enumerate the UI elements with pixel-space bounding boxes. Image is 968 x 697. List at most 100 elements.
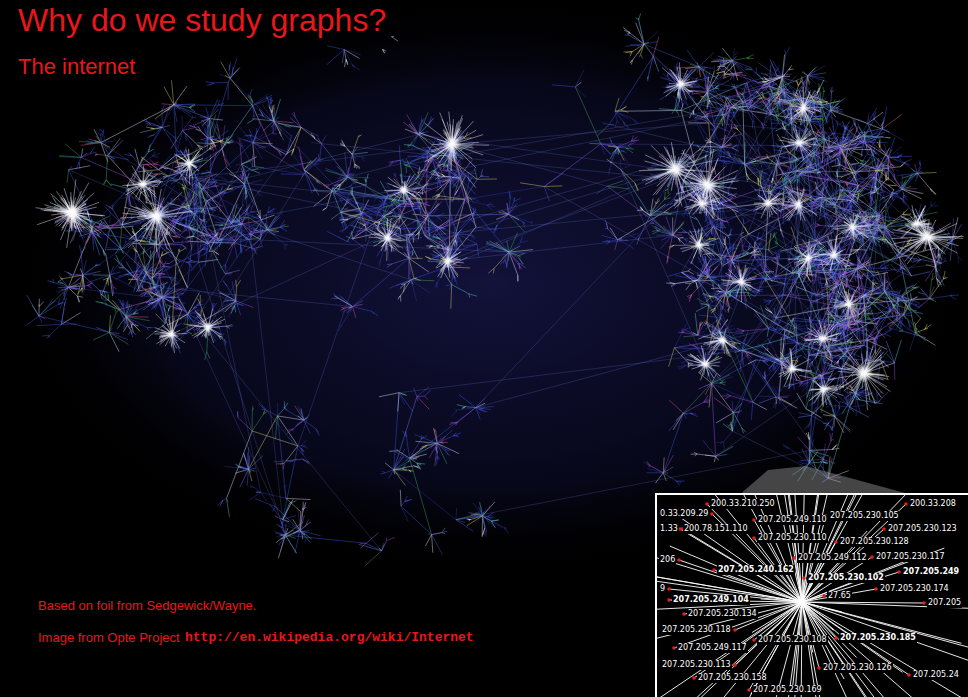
hub-glow bbox=[699, 176, 717, 194]
ip-address-label: 207.205.230.174 bbox=[879, 584, 950, 594]
host-dot bbox=[667, 587, 671, 591]
hub-glow bbox=[787, 364, 797, 374]
ip-address-label: 207.205.230.123 bbox=[887, 524, 958, 534]
hub-glow bbox=[185, 159, 195, 169]
ip-address-label: 27.65 bbox=[827, 591, 852, 601]
hub-glow bbox=[443, 256, 453, 266]
credit-note: Based on foil from Sedgewick/Wayne. bbox=[38, 598, 256, 613]
ip-address-label: 207.205.230.169 bbox=[752, 685, 823, 695]
hub-glow bbox=[918, 228, 936, 246]
hub-glow bbox=[67, 208, 77, 218]
hub-glow bbox=[697, 199, 707, 209]
host-dot bbox=[677, 558, 681, 562]
host-dot bbox=[752, 638, 756, 642]
hub-glow bbox=[763, 198, 773, 208]
hub-glow bbox=[399, 185, 409, 195]
host-dot bbox=[802, 576, 806, 580]
ip-address-label: 207.205.24 bbox=[912, 670, 960, 680]
hub-glow bbox=[203, 322, 213, 332]
ip-address-label: 207.205.249 bbox=[902, 567, 960, 577]
hub-glow bbox=[829, 250, 839, 260]
zoom-inset: 200.33.210.250 200.33.208 0.33.209.29 1.33 2… bbox=[655, 493, 968, 697]
hub-glow bbox=[63, 204, 81, 222]
host-dot bbox=[834, 636, 838, 640]
ip-address-label: 206 bbox=[659, 555, 676, 565]
host-dot bbox=[712, 568, 716, 572]
host-dot bbox=[752, 536, 756, 540]
host-dot bbox=[817, 666, 821, 670]
ip-address-label: 0.33.209.29 bbox=[659, 509, 709, 519]
host-dot bbox=[870, 555, 874, 559]
hub-glow bbox=[147, 207, 165, 225]
ip-address-label: 207.205.230.108 bbox=[757, 635, 828, 645]
ip-address-label: 207.205.230.110 bbox=[757, 533, 828, 543]
host-dot bbox=[667, 598, 671, 602]
hub-glow bbox=[718, 335, 728, 345]
hub-glow bbox=[794, 138, 804, 148]
host-dot bbox=[682, 612, 686, 616]
host-dot bbox=[705, 502, 709, 506]
host-dot bbox=[834, 540, 838, 544]
ip-address-label: 9 bbox=[659, 584, 666, 594]
hub-glow bbox=[138, 179, 148, 189]
ip-address-label: 207.205.240.162 bbox=[717, 565, 795, 575]
host-dot bbox=[897, 570, 901, 574]
hub-glow bbox=[676, 79, 686, 89]
hub-glow bbox=[667, 160, 685, 178]
slide-title: Why do we study graphs? bbox=[18, 2, 386, 39]
ip-address-label: 207.205.230.185 bbox=[839, 633, 917, 643]
hub-glow bbox=[848, 222, 858, 232]
map-haze bbox=[10, 0, 968, 575]
ip-address-label: 207.205.230.117 bbox=[875, 552, 946, 562]
ip-address-label: 200.78.151.110 bbox=[683, 524, 749, 534]
hub-glow bbox=[701, 359, 711, 369]
ip-address-label: 207.205.230.134 bbox=[687, 609, 758, 619]
hub-glow bbox=[855, 364, 873, 382]
ip-address-label: 200.33.210.250 bbox=[710, 499, 776, 509]
hub-glow bbox=[694, 240, 704, 250]
network-links bbox=[56, 21, 963, 551]
host-dot bbox=[733, 663, 737, 667]
ip-address-label: 207.205.249.110 bbox=[757, 515, 828, 525]
hub-glow bbox=[911, 219, 921, 229]
ip-address-label: 1.33 bbox=[659, 524, 679, 534]
hub-glow bbox=[167, 329, 177, 339]
credit-note: Image from Opte Project bbox=[38, 630, 180, 645]
host-dot bbox=[747, 688, 751, 692]
hub-glow bbox=[736, 277, 746, 287]
hub-glow bbox=[799, 103, 809, 113]
host-dot bbox=[904, 502, 908, 506]
ip-address-label: 207.205.230.126 bbox=[822, 663, 893, 673]
host-dot bbox=[922, 601, 926, 605]
ip-address-label: 207.205.249.117 bbox=[677, 643, 748, 653]
host-dot bbox=[792, 556, 796, 560]
hub-glow bbox=[794, 199, 804, 209]
hub-glow bbox=[67, 208, 77, 218]
host-dot bbox=[692, 676, 696, 680]
ip-address-label: 207.205.249.112 bbox=[797, 553, 868, 563]
hub-glow bbox=[443, 135, 461, 153]
host-dot bbox=[907, 673, 911, 677]
host-dot bbox=[752, 518, 756, 522]
host-dot bbox=[874, 587, 878, 591]
ip-address-label: 207.205 bbox=[927, 598, 962, 608]
host-dot bbox=[822, 594, 826, 598]
hub-glow bbox=[844, 299, 854, 309]
hub-glow bbox=[803, 253, 813, 263]
hub-glow bbox=[818, 384, 828, 394]
ip-address-label: 207.205.230.105 bbox=[829, 511, 900, 521]
slide-subtitle: The internet bbox=[18, 54, 135, 80]
host-dot bbox=[672, 646, 676, 650]
network-links bbox=[36, 67, 964, 410]
ip-address-label: 200.33.208 bbox=[909, 499, 957, 509]
ip-address-label: 207.205.230.158 bbox=[697, 673, 768, 683]
credit-url: http://en.wikipedia.org/wiki/Internet bbox=[185, 630, 474, 645]
ip-address-label: 207.205.249.104 bbox=[672, 595, 750, 605]
host-dot bbox=[710, 512, 714, 516]
ip-address-label: 207.205.230.102 bbox=[807, 573, 885, 583]
ip-address-label: 207.205.230.113 bbox=[661, 660, 732, 670]
inset-links bbox=[657, 495, 968, 697]
hub-glow bbox=[818, 334, 828, 344]
hub-glow bbox=[383, 233, 393, 243]
ip-address-label: 207.205.230.128 bbox=[839, 537, 910, 547]
